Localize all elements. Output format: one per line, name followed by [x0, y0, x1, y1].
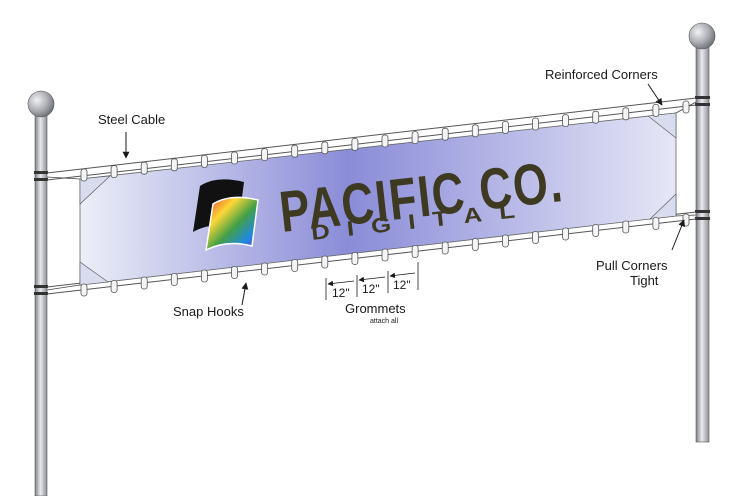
snap-hook	[261, 148, 269, 162]
label-grommets-note: attach all	[370, 318, 398, 325]
snap-hook	[291, 259, 299, 272]
snap-hook	[441, 127, 449, 141]
snap-hook	[411, 245, 419, 258]
snap-hook	[140, 161, 148, 175]
snap-hook	[170, 158, 178, 172]
snap-hook	[321, 141, 329, 155]
dimension-label-2: 12"	[362, 282, 380, 296]
label-steel-cable: Steel Cable	[98, 112, 165, 127]
snap-hook	[261, 262, 269, 276]
snap-hook	[200, 269, 208, 283]
label-snap-hooks: Snap Hooks	[173, 304, 244, 319]
label-grommets: Grommets	[345, 301, 406, 316]
snap-hook	[351, 137, 359, 151]
snap-hook	[471, 238, 479, 251]
logo-flag	[193, 179, 259, 252]
snap-hook	[592, 110, 600, 124]
snap-hook	[291, 144, 299, 158]
reinforced-corner	[649, 193, 677, 220]
left-pole	[27, 90, 55, 496]
label-pull-corners-line1: Pull Corners	[596, 258, 668, 273]
label-reinforced-corners: Reinforced Corners	[545, 67, 658, 82]
arrow-pull-corners	[671, 219, 685, 251]
dimension-label-3: 12"	[393, 278, 411, 292]
snap-hook	[652, 104, 660, 117]
reinforced-corner	[647, 112, 677, 139]
snap-hook	[622, 107, 630, 121]
arrow-snap-hooks	[241, 282, 249, 306]
arrow-reinforced-corners	[647, 83, 663, 106]
snap-hook	[110, 165, 118, 179]
snap-hook	[351, 252, 359, 265]
snap-hook	[682, 100, 690, 114]
snap-hook	[381, 134, 389, 148]
snap-hook	[381, 248, 389, 262]
snap-hook	[592, 224, 600, 237]
right-pole	[688, 22, 716, 443]
snap-hook	[652, 217, 660, 230]
snap-hook	[441, 241, 449, 255]
dimension-label-1: 12"	[332, 286, 350, 300]
snap-hook	[562, 227, 569, 241]
snap-hook	[170, 273, 178, 286]
snap-hook	[200, 154, 208, 168]
snap-hook	[231, 151, 238, 165]
snap-hook	[532, 117, 539, 131]
snap-hook	[140, 276, 148, 290]
snap-hook	[501, 121, 509, 134]
grommet-spacing	[325, 262, 419, 300]
snap-hook	[231, 266, 238, 279]
snap-hooks-top	[80, 100, 690, 182]
snap-hook	[501, 234, 509, 248]
snap-hook	[80, 283, 88, 297]
snap-hook	[110, 280, 118, 293]
snap-hooks-bottom	[80, 213, 690, 297]
reinforced-corner	[79, 175, 111, 205]
snap-hook	[471, 124, 479, 138]
snap-hook	[80, 168, 88, 182]
reinforced-corner	[79, 261, 109, 286]
snap-hook	[321, 255, 329, 269]
label-pull-corners-line2: Tight	[630, 273, 659, 288]
snap-hook	[532, 231, 539, 244]
snap-hook	[411, 131, 419, 145]
snap-hook	[622, 220, 630, 234]
snap-hook	[562, 114, 569, 127]
